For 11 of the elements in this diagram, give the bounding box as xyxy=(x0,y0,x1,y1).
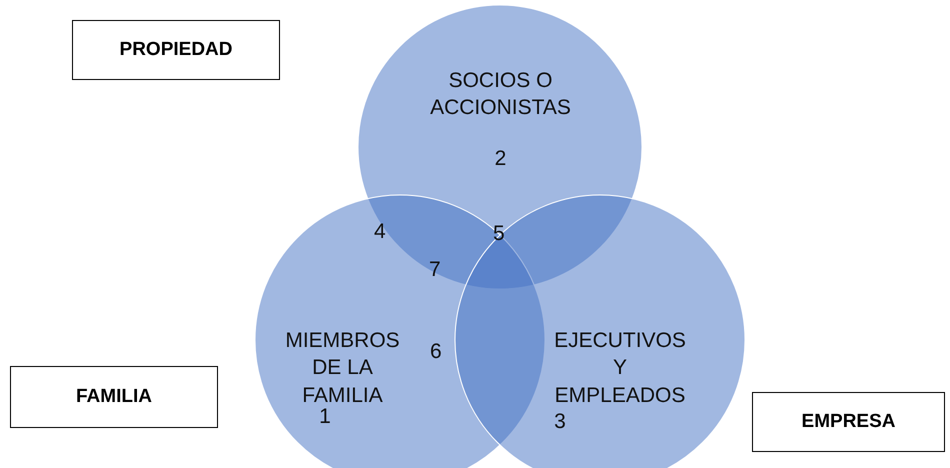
region-number: 6 xyxy=(430,340,442,364)
region-number: 2 xyxy=(494,146,508,172)
circle-label: SOCIOS O ACCIONISTAS xyxy=(429,68,572,122)
region-number: 5 xyxy=(493,222,505,246)
region-number: 4 xyxy=(374,220,386,244)
circle-label: EJECUTIVOS Y EMPLEADOS xyxy=(553,328,687,409)
region-number: 3 xyxy=(553,409,567,435)
label-box: EMPRESA xyxy=(752,392,945,452)
label-box: FAMILIA xyxy=(10,366,218,428)
region-number: 7 xyxy=(429,258,441,282)
label-box: PROPIEDAD xyxy=(72,20,280,80)
